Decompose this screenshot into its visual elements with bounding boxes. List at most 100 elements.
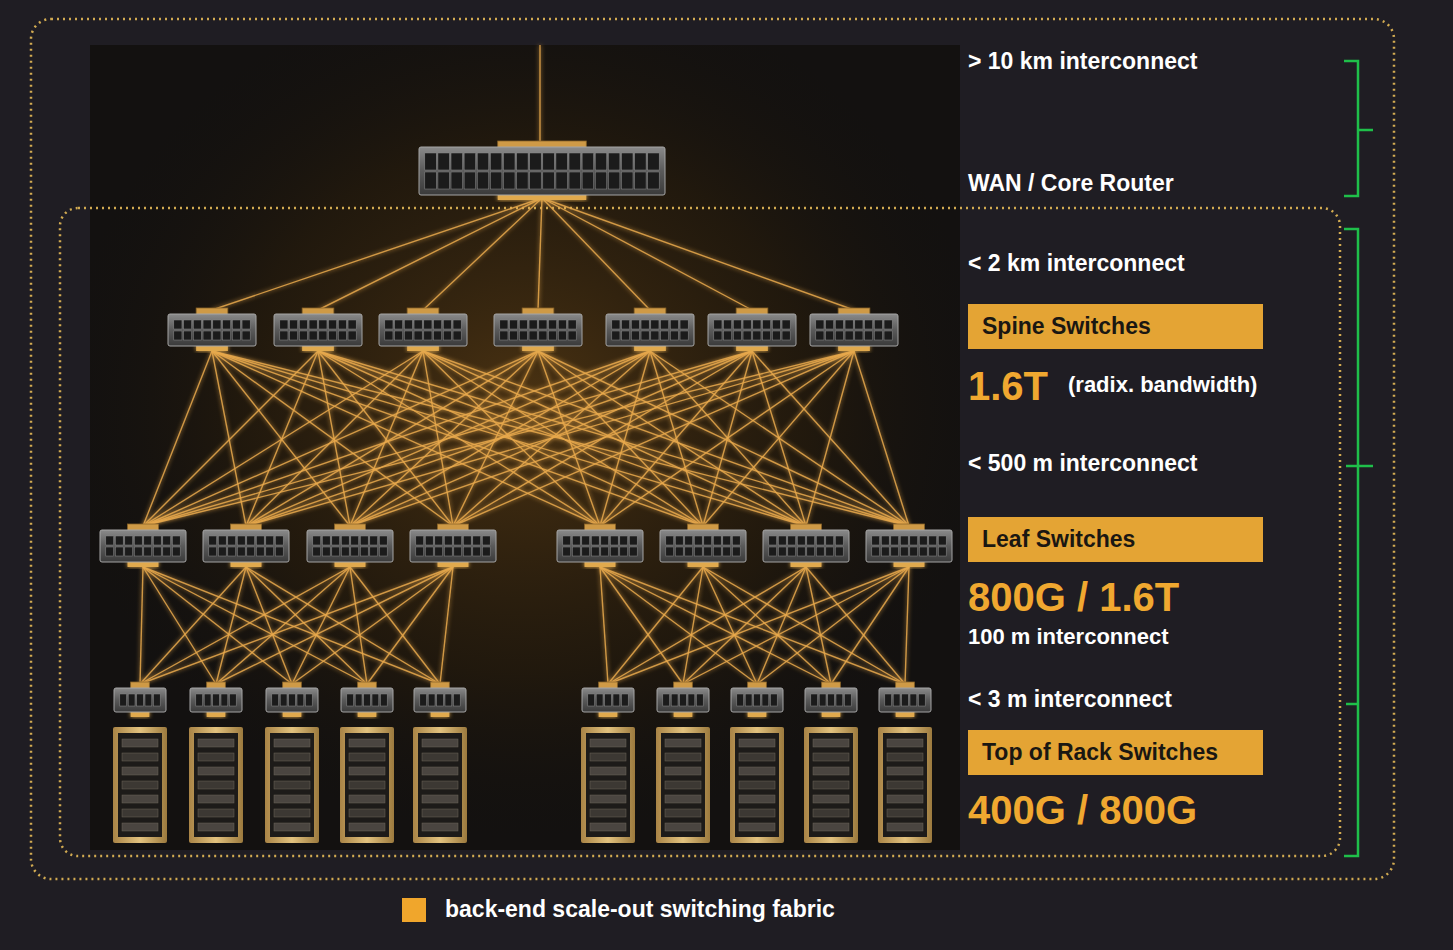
switch-port [290, 320, 298, 329]
switch-port [828, 694, 835, 706]
rack-unit [739, 767, 775, 775]
fabric-link [542, 198, 854, 310]
switch-port [743, 331, 751, 340]
fabric-link [350, 351, 854, 526]
fabric-link [292, 567, 453, 684]
switch-port [517, 153, 529, 170]
switch-port [608, 172, 620, 189]
switch-port [754, 694, 761, 706]
switch-port [385, 331, 393, 340]
switch-port [464, 172, 476, 189]
rack-frame [656, 727, 710, 843]
switch-port [732, 547, 740, 556]
fabric-link [246, 351, 854, 526]
switch-port [530, 172, 542, 189]
tor-switch [190, 682, 242, 717]
rack-unit [887, 823, 923, 831]
switch-port [338, 320, 346, 329]
switch-port [153, 536, 161, 545]
fabric-link [440, 567, 453, 684]
switch-port [881, 547, 889, 556]
switch-chassis [379, 314, 467, 346]
fabric-link [600, 567, 905, 684]
switch-port [670, 331, 678, 340]
switch-port [819, 694, 826, 706]
speed-value: 400G / 800G [968, 787, 1197, 833]
switch-chassis [114, 688, 166, 712]
switch-port [174, 320, 182, 329]
leaf-switch [557, 524, 643, 567]
switch-chassis [606, 314, 694, 346]
switch-port [305, 694, 312, 706]
switch-port [596, 694, 603, 706]
fabric-link [143, 351, 538, 526]
server-rack [656, 727, 710, 843]
switch-port [694, 547, 702, 556]
leaf-switch [763, 524, 849, 567]
fabric-link [216, 567, 350, 684]
switch-port [163, 536, 171, 545]
fabric-link [683, 567, 909, 684]
switch-port [529, 331, 537, 340]
rack-unit [590, 809, 626, 817]
switch-port [704, 536, 712, 545]
rack-frame [878, 727, 932, 843]
rack-unit [739, 823, 775, 831]
server-rack [878, 727, 932, 843]
switch-port [473, 547, 481, 556]
switch-port [221, 694, 228, 706]
rack-unit [422, 823, 458, 831]
switch-port [893, 694, 900, 706]
switch-port [115, 547, 123, 556]
rack-unit [122, 767, 158, 775]
rack-unit [122, 795, 158, 803]
rack-frame [804, 727, 858, 843]
switch-port [213, 320, 221, 329]
switch-port [612, 320, 620, 329]
switch-port [745, 694, 752, 706]
distance-label: 100 m interconnect [968, 624, 1169, 649]
switch-port [772, 331, 780, 340]
switch-port [416, 547, 424, 556]
switch-port [601, 547, 609, 556]
fabric-link [216, 567, 453, 684]
switch-port [438, 172, 450, 189]
switch-port [242, 320, 250, 329]
switch-port [732, 536, 740, 545]
fabric-link [216, 567, 246, 684]
switch-port [900, 536, 908, 545]
switch-port [769, 536, 777, 545]
switch-port [610, 536, 618, 545]
switch-chassis [307, 530, 393, 562]
switch-port [289, 694, 296, 706]
switch-port [482, 547, 490, 556]
rack-unit [422, 795, 458, 803]
switch-port [193, 320, 201, 329]
switch-port [621, 153, 633, 170]
switch-port [696, 694, 703, 706]
switch-port [772, 320, 780, 329]
switch-port [454, 547, 462, 556]
switch-port [193, 331, 201, 340]
switch-port [500, 320, 508, 329]
rack-unit [198, 781, 234, 789]
switch-port [443, 320, 451, 329]
switch-port [454, 536, 462, 545]
switch-port [778, 547, 786, 556]
fabric-link [542, 198, 650, 310]
switch-port [332, 536, 340, 545]
switch-port [595, 153, 607, 170]
switch-port [675, 536, 683, 545]
distance-label: < 3 m interconnect [968, 686, 1172, 712]
switch-port [572, 547, 580, 556]
switch-chassis [414, 688, 466, 712]
rack-unit [590, 781, 626, 789]
switch-chassis [805, 688, 857, 712]
switch-port [782, 320, 790, 329]
rack-unit [422, 781, 458, 789]
fabric-link [143, 567, 216, 684]
fabric-link [143, 567, 292, 684]
switch-chassis [708, 314, 796, 346]
fabric-link [140, 567, 143, 684]
